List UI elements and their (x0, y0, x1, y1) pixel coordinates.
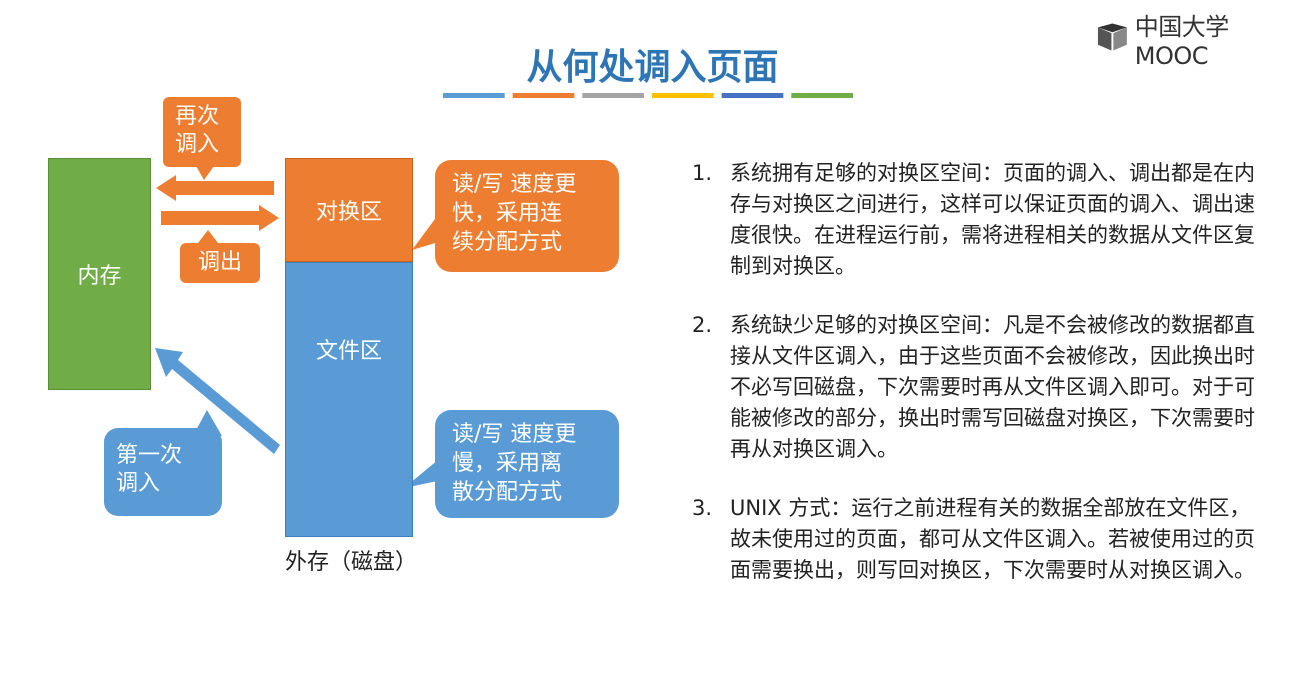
swap-out-tag: 调出 (180, 243, 260, 283)
logo-text: 中国大学MOOC (1134, 12, 1230, 70)
swap-in-arrow (156, 175, 274, 201)
memory-label: 内存 (77, 264, 122, 289)
list-item: 2. 系统缺少足够的对换区空间：凡是不会被修改的数据都直接从文件区调入，由于这些… (692, 310, 1262, 465)
swap-out-tag-tail (198, 230, 218, 243)
file-callout-line-2: 慢，采用离 (452, 451, 563, 476)
memory-block: 内存 (48, 158, 151, 390)
first-load-line-2: 调入 (116, 471, 161, 496)
list-item-text: UNIX 方式：运行之前进程有关的数据全部放在文件区，故未使用过的页面，都可从文… (730, 496, 1255, 582)
swap-callout-line-1: 读/写 速度更 (452, 172, 577, 197)
title-bar-segment (512, 93, 575, 98)
first-load-arrow (155, 348, 280, 454)
explanation-list: 1. 系统拥有足够的对换区空间：页面的调入、调出都是在内存与对换区之间进行，这样… (692, 158, 1262, 614)
file-callout-line-3: 散分配方式 (452, 480, 563, 505)
swap-callout-line-3: 续分配方式 (452, 230, 563, 255)
file-callout-text: 读/写 速度更 慢，采用离 散分配方式 (452, 420, 612, 507)
swap-out-arrow (161, 205, 279, 231)
file-area-label: 文件区 (315, 339, 382, 364)
list-item: 1. 系统拥有足够的对换区空间：页面的调入、调出都是在内存与对换区之间进行，这样… (692, 158, 1262, 282)
load-again-line-1: 再次 (175, 104, 220, 129)
swap-callout-text: 读/写 速度更 快，采用连 续分配方式 (452, 170, 612, 257)
swap-callout-line-2: 快，采用连 (452, 201, 563, 226)
list-item-text: 系统缺少足够的对换区空间：凡是不会被修改的数据都直接从文件区调入，由于这些页面不… (730, 313, 1255, 461)
file-callout-line-1: 读/写 速度更 (452, 422, 577, 447)
title-bar-segment (721, 93, 784, 98)
swap-callout (435, 160, 619, 272)
title-bar-segment (582, 93, 644, 98)
list-item-number: 3. (692, 496, 713, 520)
list-item-text: 系统拥有足够的对换区空间：页面的调入、调出都是在内存与对换区之间进行，这样可以保… (730, 161, 1255, 278)
first-load-tag: 第一次 调入 (104, 428, 222, 516)
file-area-block: 文件区 (285, 262, 413, 537)
mooc-logo-icon (1097, 23, 1127, 51)
title-bar-segment (443, 93, 505, 98)
title-color-bar (443, 93, 853, 98)
load-again-line-2: 调入 (175, 132, 220, 157)
list-item-number: 1. (692, 161, 713, 185)
swap-area-label: 对换区 (315, 200, 382, 225)
list-item: 3. UNIX 方式：运行之前进程有关的数据全部放在文件区，故未使用过的页面，都… (692, 493, 1262, 586)
slide-title: 从何处调入页面 (526, 47, 779, 88)
brand-logo: 中国大学MOOC (1096, 13, 1296, 70)
file-callout (435, 410, 619, 518)
disk-label: 外存（磁盘） (285, 550, 418, 575)
swap-area-block: 对换区 (285, 158, 413, 262)
list-item-number: 2. (692, 313, 713, 337)
title-bar-segment (652, 93, 714, 98)
swap-out-label: 调出 (197, 250, 242, 275)
load-again-tag-tail (196, 166, 214, 180)
first-load-line-1: 第一次 (116, 443, 183, 468)
title-bar-segment (791, 93, 853, 98)
load-again-tag: 再次 调入 (163, 97, 241, 167)
